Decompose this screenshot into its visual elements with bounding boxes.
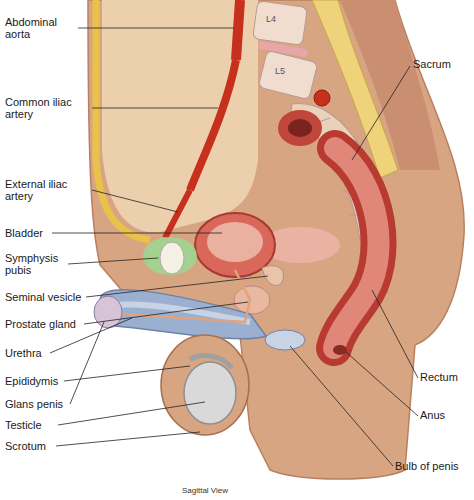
scrotum-shape <box>161 335 249 435</box>
leader-lines <box>50 28 418 466</box>
part-label: Common iliac artery <box>5 96 91 120</box>
vertebra <box>258 50 318 99</box>
part-label: Seminal vesicle <box>5 291 95 303</box>
part-label: Prostate gland <box>5 318 95 330</box>
seminal-vesicle-shape <box>262 266 284 286</box>
caption: Sagittal View <box>150 486 260 495</box>
epididymis-shape <box>190 356 232 368</box>
part-label: Bladder <box>5 227 65 239</box>
pubic-bone <box>160 242 184 274</box>
testicle-shape <box>184 362 236 424</box>
part-label: External iliac artery <box>5 178 91 202</box>
urethra-tube <box>120 270 250 322</box>
part-label: Glans penis <box>5 398 75 410</box>
iliac-artery <box>190 60 236 190</box>
prostate-shape <box>234 286 270 314</box>
part-label: Urethra <box>5 347 65 359</box>
body-skin <box>88 0 464 479</box>
abdominal-cavity <box>102 0 258 232</box>
vertebra <box>253 1 308 46</box>
bulb-shape <box>265 330 305 350</box>
rectum-lumen <box>334 148 379 348</box>
part-label: Abdominal aorta <box>5 16 77 40</box>
iliac-artery <box>165 190 190 238</box>
vertebra-label: L5 <box>275 66 295 76</box>
rectum-wall <box>334 148 379 348</box>
bladder-lumen <box>207 222 263 262</box>
part-label: Rectum <box>420 371 474 383</box>
sigmoid-colon <box>278 110 322 146</box>
aorta <box>236 0 240 60</box>
colon-lumen <box>288 119 312 137</box>
symphysis-highlight <box>143 237 197 275</box>
corpus <box>115 304 250 322</box>
part-label: Sacrum <box>413 58 473 70</box>
glans-shape <box>94 296 122 328</box>
part-label: Epididymis <box>5 375 75 387</box>
part-label: Bulb of penis <box>395 460 474 472</box>
part-label: Testicle <box>5 419 65 431</box>
part-label: Symphysis pubis <box>5 252 67 276</box>
anus-opening <box>333 345 347 355</box>
part-label: Anus <box>420 409 474 421</box>
part-label: Scrotum <box>5 440 65 452</box>
vertebra-label: L4 <box>266 14 286 24</box>
artery-section <box>314 90 330 106</box>
